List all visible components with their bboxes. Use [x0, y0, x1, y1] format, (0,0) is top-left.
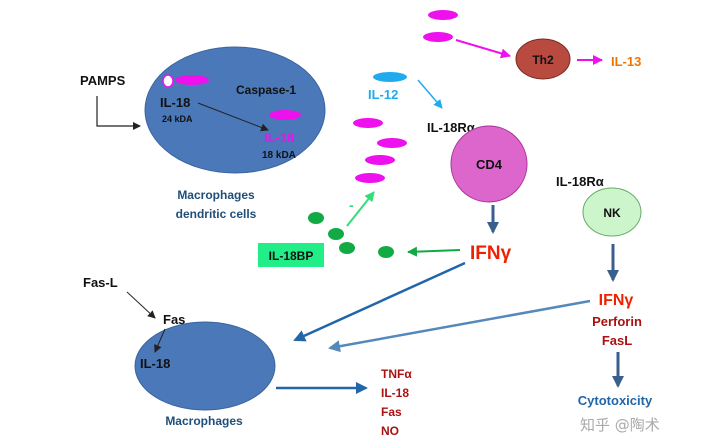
il18-molecule-mid-4 — [355, 173, 385, 183]
output-fas-label: Fas — [381, 405, 402, 419]
target-macrophage-cell — [134, 321, 276, 411]
pro-il18-molecule — [162, 74, 209, 88]
ifng-nk-label: IFNγ — [599, 292, 634, 309]
il18ra-cd4-label: IL-18Rα — [427, 120, 475, 135]
cd4-cell — [450, 125, 528, 203]
il18bp-label: IL-18BP — [269, 249, 314, 263]
il12-label: IL-12 — [368, 87, 398, 102]
il18bp-dots — [308, 212, 394, 258]
ifng-nk-to-macrophage-arrow — [328, 299, 591, 353]
cd4-label: CD4 — [476, 157, 503, 172]
watermark-text: 知乎 @陶术 — [580, 416, 660, 434]
fas-label: Fas — [163, 312, 185, 327]
fas-l-arrow — [126, 291, 156, 319]
th2-label: Th2 — [532, 53, 554, 67]
nk-cell — [582, 187, 642, 237]
nk-label: NK — [603, 206, 621, 220]
macrophages-label: Macrophages — [165, 414, 243, 428]
perforin-label: Perforin — [592, 314, 642, 329]
caspase1-label: Caspase-1 — [236, 83, 296, 97]
kda24-label: 24 kDA — [162, 114, 193, 124]
ifng-cd4-label: IFNγ — [470, 243, 512, 264]
il18-macro-label: IL-18 — [140, 356, 170, 371]
macrophages-dc-line2: dendritic cells — [176, 207, 257, 221]
output-il18-label: IL-18 — [381, 386, 409, 400]
il18-to-th2-arrow — [455, 39, 511, 59]
output-tnfa-label: TNFα — [381, 367, 412, 381]
il18ra-nk-label: IL-18Rα — [556, 174, 604, 189]
minus-sign: - — [349, 197, 354, 213]
fasl-label: FasL — [602, 333, 632, 348]
fas-to-il18-arrow — [154, 328, 166, 353]
cleavage-arrow — [197, 102, 269, 132]
macrophages-dc-line1: Macrophages — [177, 188, 255, 202]
ifng-cd4-to-macrophage-arrow — [293, 261, 466, 342]
il18-molecule-top-2 — [423, 32, 453, 42]
pamps-label: PAMPS — [80, 73, 126, 88]
mature-il18-molecule — [269, 110, 301, 120]
il18-molecule-mid-2 — [377, 138, 407, 148]
th2-cell — [515, 38, 571, 80]
output-no-label: NO — [381, 424, 399, 438]
macrophage-dc-cell — [144, 46, 326, 174]
pamps-arrow — [96, 96, 141, 130]
pro-il18-label: IL-18 — [160, 95, 190, 110]
kda18-label: 18 kDA — [262, 150, 296, 161]
il18-molecule-mid-3 — [365, 155, 395, 165]
il12-to-cd4-arrow — [417, 79, 443, 109]
il18-molecule-mid-1 — [353, 118, 383, 128]
fas-l-label: Fas-L — [83, 275, 118, 290]
il18-molecule-top-1 — [428, 10, 458, 20]
il18bp-inhibit-arrow — [346, 191, 375, 227]
il12-molecule — [373, 72, 407, 82]
cytotoxicity-label: Cytotoxicity — [578, 393, 653, 408]
mature-il18-label: IL-18 — [264, 130, 294, 145]
il13-label: IL-13 — [611, 54, 641, 69]
ifng-to-il18bp-arrow — [407, 246, 461, 257]
il18bp-box — [258, 243, 324, 267]
